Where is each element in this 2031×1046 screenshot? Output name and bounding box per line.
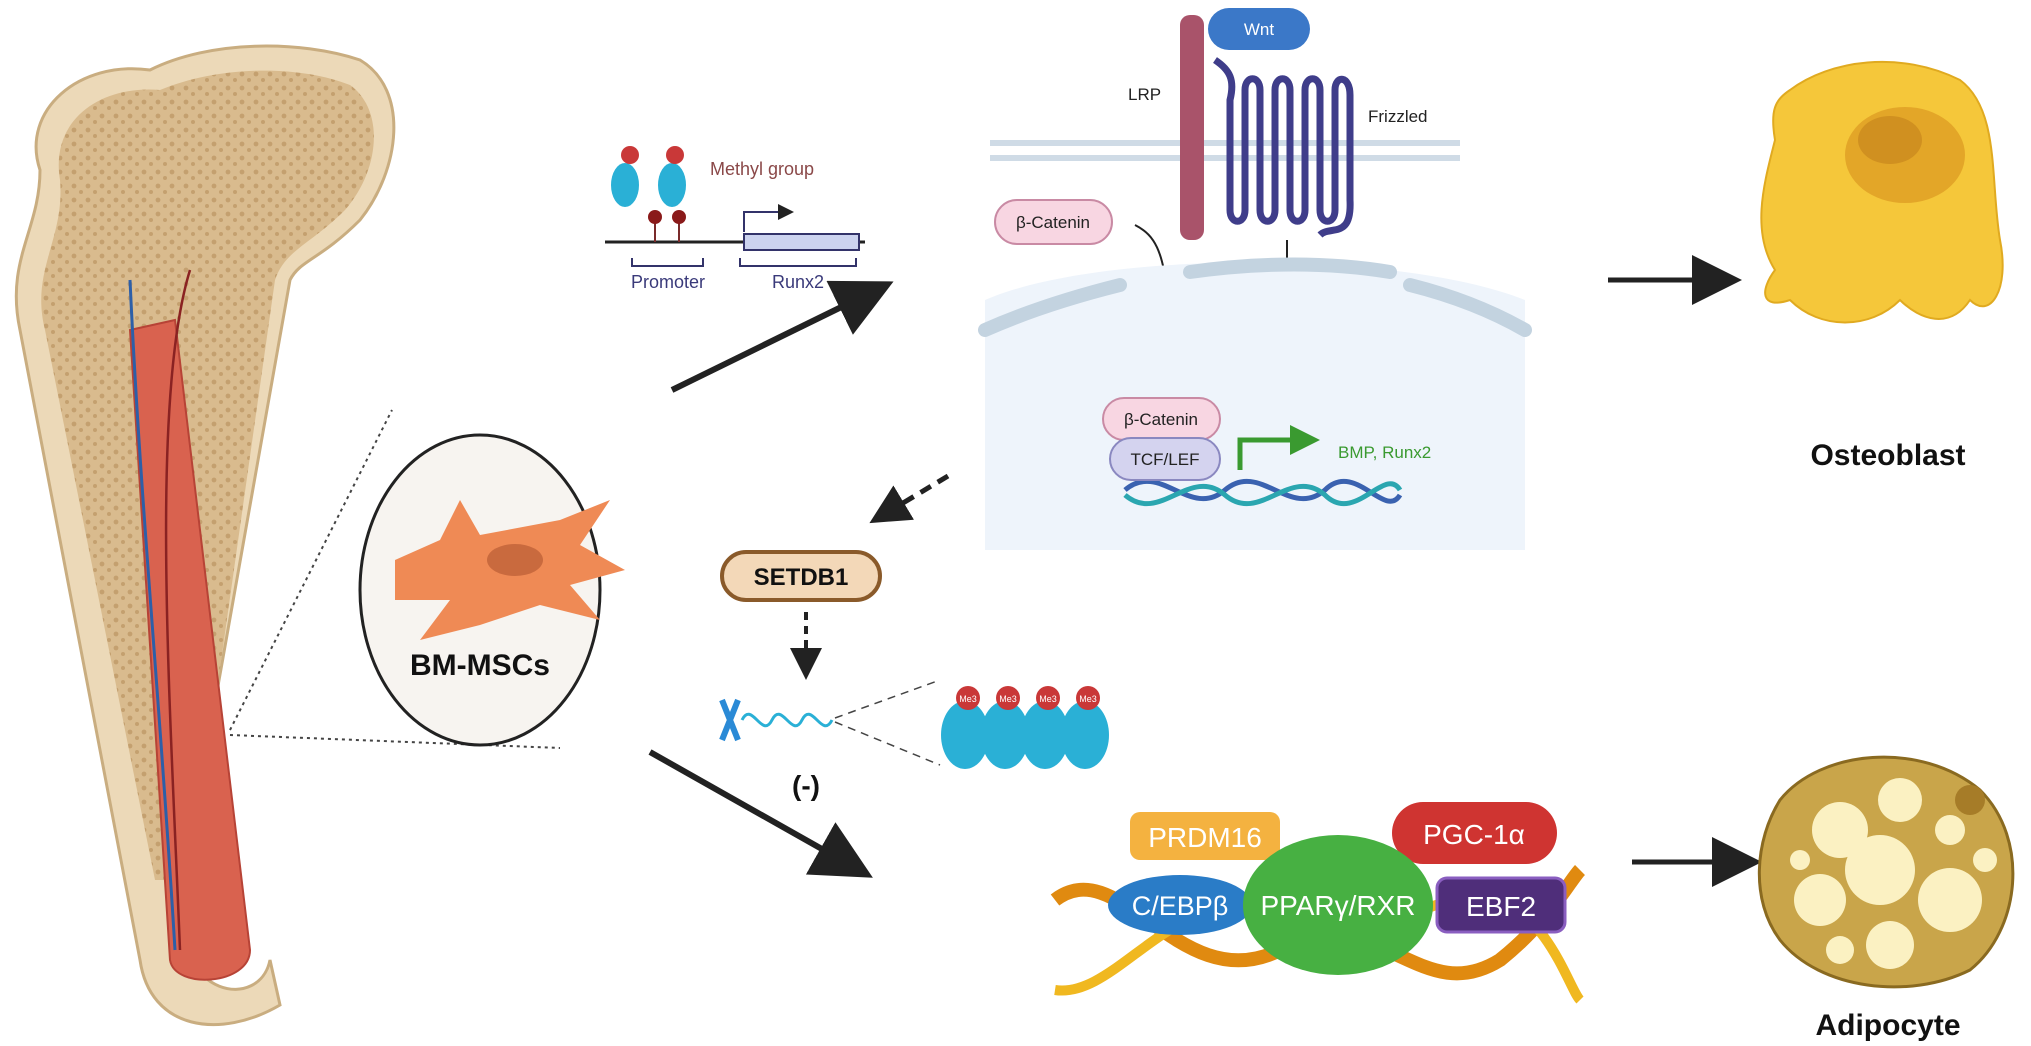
- ppar-rxr-label: PPARγ/RXR: [1260, 890, 1415, 921]
- nucleus: [985, 262, 1525, 550]
- arrow-to-adipo-pathway: [648, 749, 873, 878]
- bm-mscs-label: BM-MSCs: [410, 649, 550, 682]
- cebpb-label: C/EBPβ: [1132, 891, 1229, 921]
- dna-helix-nucleus: [1123, 478, 1403, 504]
- adipogenic-complex: PRDM16 PGC-1α C/EBPβ EBF2 PPARγ/RXR: [1050, 802, 1586, 1004]
- wnt-label: Wnt: [1244, 20, 1275, 39]
- wnt-ligand: [1208, 8, 1310, 50]
- chromatin-h3k9me3: Me3 Me3 Me3 Me3 (-): [719, 679, 1109, 801]
- frizzled-receptor: [1212, 57, 1354, 238]
- ebf2-label: EBF2: [1466, 891, 1536, 922]
- bone-marrow: [128, 318, 252, 981]
- tcf-lef-label: TCF/LEF: [1131, 450, 1200, 469]
- beta-catenin-cytoplasm: β-Catenin: [1016, 213, 1090, 232]
- me3-mark: Me3: [1039, 694, 1057, 704]
- setdb1-label: SETDB1: [754, 564, 849, 591]
- frizzled-label: Frizzled: [1368, 107, 1428, 126]
- prdm16-label: PRDM16: [1148, 822, 1262, 853]
- arrow-to-osteo-pathway: [670, 280, 894, 393]
- lrp-label: LRP: [1128, 85, 1161, 104]
- osteoblast-label: Osteoblast: [1810, 439, 1965, 472]
- methyl-group-label: Methyl group: [710, 159, 814, 179]
- wnt-pathway: LRP Wnt Frizzled β-Catenin β-Catenin TCF…: [978, 8, 1532, 550]
- runx2-gene-label: Runx2: [772, 272, 824, 292]
- bm-mscs-cell: BM-MSCs: [358, 433, 625, 747]
- beta-catenin-nucleus: β-Catenin: [1124, 410, 1198, 429]
- me3-mark: Me3: [959, 694, 977, 704]
- setdb1-badge: [720, 550, 882, 602]
- target-genes-label: BMP, Runx2: [1338, 443, 1431, 462]
- runx2-promoter-methylation: Methyl group Promoter Runx2: [605, 146, 865, 292]
- pgc1a-label: PGC-1α: [1423, 819, 1525, 850]
- me3-mark: Me3: [1079, 694, 1097, 704]
- inhibition-label: (-): [792, 770, 820, 801]
- me3-mark: Me3: [999, 694, 1017, 704]
- adipocyte-cell: [1757, 755, 2015, 989]
- promoter-label: Promoter: [631, 272, 705, 292]
- adipocyte-label: Adipocyte: [1815, 1009, 1960, 1042]
- femur-bone: [14, 44, 396, 1026]
- lrp-receptor: [1180, 15, 1204, 240]
- osteoblast-cell: [1760, 60, 2004, 324]
